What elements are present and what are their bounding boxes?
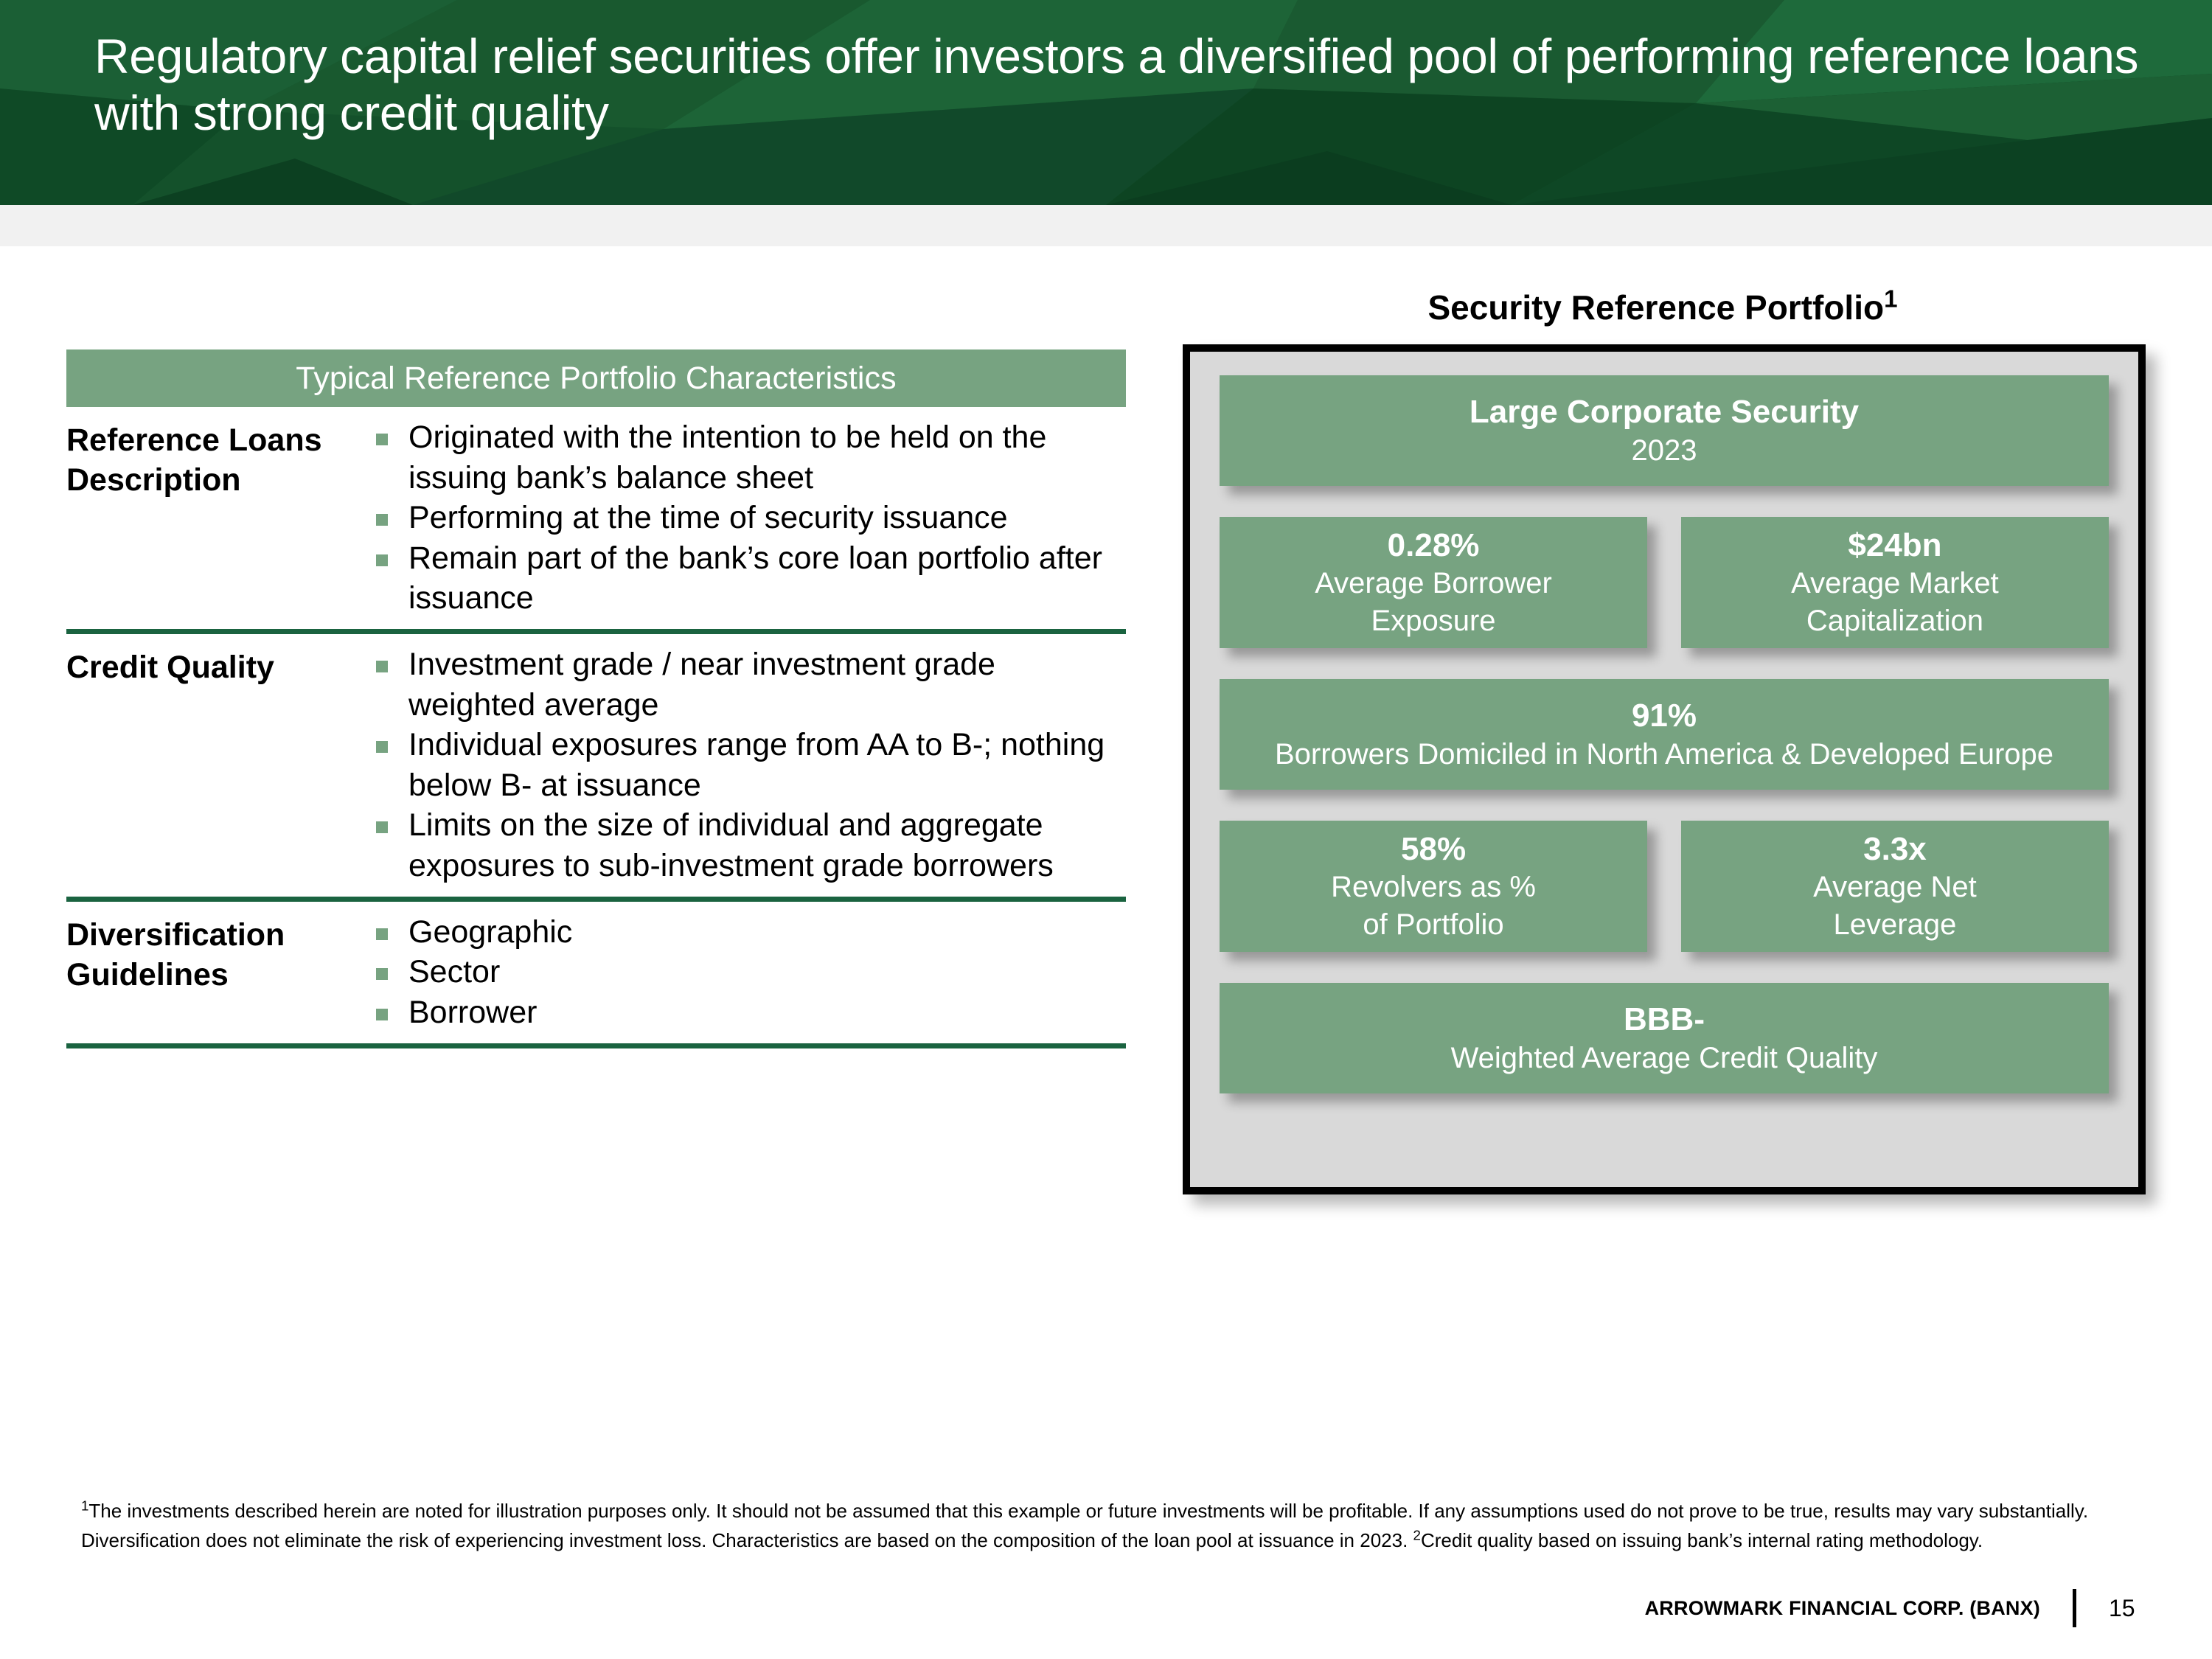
footer-divider [2073, 1589, 2076, 1627]
square-bullet-icon [376, 741, 388, 754]
kpi-grid: Large Corporate Security 2023 0.28% Average… [1220, 375, 2109, 1093]
table-body: Reference Loans Description Originated wi… [66, 407, 1126, 1048]
kpi-value: 0.28% [1387, 526, 1480, 563]
kpi-value: BBB- [1624, 1001, 1705, 1037]
bullet-text: Originated with the intention to be held… [408, 420, 1047, 495]
bullet-text: Investment grade / near investment grade… [408, 647, 995, 723]
kpi-box: 0.28% Average Borrower Exposure [1220, 517, 1648, 648]
bullet-item: Remain part of the bank’s core loan port… [376, 538, 1121, 619]
square-bullet-icon [376, 434, 388, 445]
kpi-sublabel: Weighted Average Credit Quality [1450, 1041, 1878, 1074]
bullet-item: Individual exposures range from AA to B-… [376, 725, 1121, 805]
footer-page-number: 15 [2109, 1594, 2135, 1621]
footnote-marker-1: 1 [81, 1498, 89, 1514]
bullet-item: Investment grade / near investment grade… [376, 644, 1121, 725]
kpi-sublabel: Average Market Capitalization [1791, 567, 1999, 637]
kpi-value: 58% [1401, 830, 1467, 867]
bullet-text: Individual exposures range from AA to B-… [408, 727, 1105, 803]
security-reference-portfolio-title: Security Reference Portfolio1 [1172, 288, 2153, 327]
kpi-value: 3.3x [1863, 830, 1927, 867]
bullet-item: Performing at the time of security issua… [376, 498, 1121, 538]
kpi-box: BBB- Weighted Average Credit Quality [1220, 983, 2109, 1093]
row-bullet-list: Investment grade / near investment grade… [376, 644, 1126, 886]
header-polygon-pattern [0, 0, 2212, 205]
table-row: Credit Quality Investment grade / near in… [66, 634, 1126, 897]
footer-company-name: ARROWMARK FINANCIAL CORP. (BANX) [1644, 1596, 2040, 1619]
footnote-text-2: Credit quality based on issuing bank’s i… [1420, 1528, 1983, 1551]
page-title: Regulatory capital relief securities off… [94, 29, 2139, 140]
row-divider [66, 896, 1126, 902]
bullet-item: Geographic [376, 912, 1121, 953]
square-bullet-icon [376, 821, 388, 834]
kpi-sublabel: 2023 [1631, 434, 1697, 467]
bullet-item: Limits on the size of individual and agg… [376, 805, 1121, 886]
security-reference-portfolio-panel: Large Corporate Security 2023 0.28% Average… [1183, 344, 2146, 1194]
bullet-text: Geographic [408, 914, 573, 950]
kpi-value: Large Corporate Security [1469, 393, 1860, 430]
bullet-text: Remain part of the bank’s core loan port… [408, 540, 1102, 616]
kpi-value: 91% [1631, 697, 1697, 734]
table-header: Typical Reference Portfolio Characterist… [66, 349, 1126, 407]
kpi-sublabel: Borrowers Domiciled in North America & D… [1274, 737, 2053, 771]
right-title-superscript: 1 [1884, 285, 1898, 313]
square-bullet-icon [376, 928, 388, 940]
square-bullet-icon [376, 661, 388, 673]
row-label: Diversification Guidelines [66, 917, 285, 992]
square-bullet-icon [376, 1008, 388, 1020]
kpi-sublabel: Average Net Leverage [1813, 871, 1977, 941]
table-row: Reference Loans Description Originated wi… [66, 407, 1126, 629]
footnote-marker-2: 2 [1413, 1526, 1421, 1543]
kpi-sublabel: Average Borrower Exposure [1315, 567, 1552, 637]
footnote-text-1: The investments described herein are not… [81, 1500, 2089, 1551]
header-separator-band [0, 205, 2212, 246]
footnote: 1The investments described herein are no… [81, 1497, 2146, 1555]
bullet-text: Limits on the size of individual and agg… [408, 807, 1054, 884]
kpi-box: 91%Borrowers Domiciled in North America … [1220, 679, 2109, 790]
kpi-box: 58% Revolvers as % of Portfolio [1220, 821, 1648, 952]
row-divider [66, 1043, 1126, 1048]
row-bullet-list: Originated with the intention to be held… [376, 417, 1126, 619]
bullet-item: Borrower [376, 992, 1121, 1033]
typical-reference-portfolio-table: Typical Reference Portfolio Characterist… [66, 349, 1126, 1048]
row-label: Reference Loans Description [66, 422, 322, 498]
slide-header: Regulatory capital relief securities off… [0, 0, 2212, 205]
kpi-box: Large Corporate Security 2023 [1220, 375, 2109, 486]
slide-footer: ARROWMARK FINANCIAL CORP. (BANX) 15 [1585, 1589, 2146, 1627]
bullet-text: Sector [408, 954, 501, 990]
kpi-sublabel: Revolvers as % of Portfolio [1331, 871, 1536, 941]
square-bullet-icon [376, 968, 388, 981]
right-title-text: Security Reference Portfolio [1427, 288, 1885, 327]
bullet-item: Originated with the intention to be held… [376, 417, 1121, 498]
square-bullet-icon [376, 554, 388, 566]
square-bullet-icon [376, 514, 388, 526]
row-divider [66, 629, 1126, 635]
bullet-item: Sector [376, 952, 1121, 992]
row-label: Credit Quality [66, 650, 274, 686]
bullet-text: Borrower [408, 994, 538, 1030]
bullet-text: Performing at the time of security issua… [408, 500, 1008, 536]
kpi-value: $24bn [1848, 526, 1942, 563]
